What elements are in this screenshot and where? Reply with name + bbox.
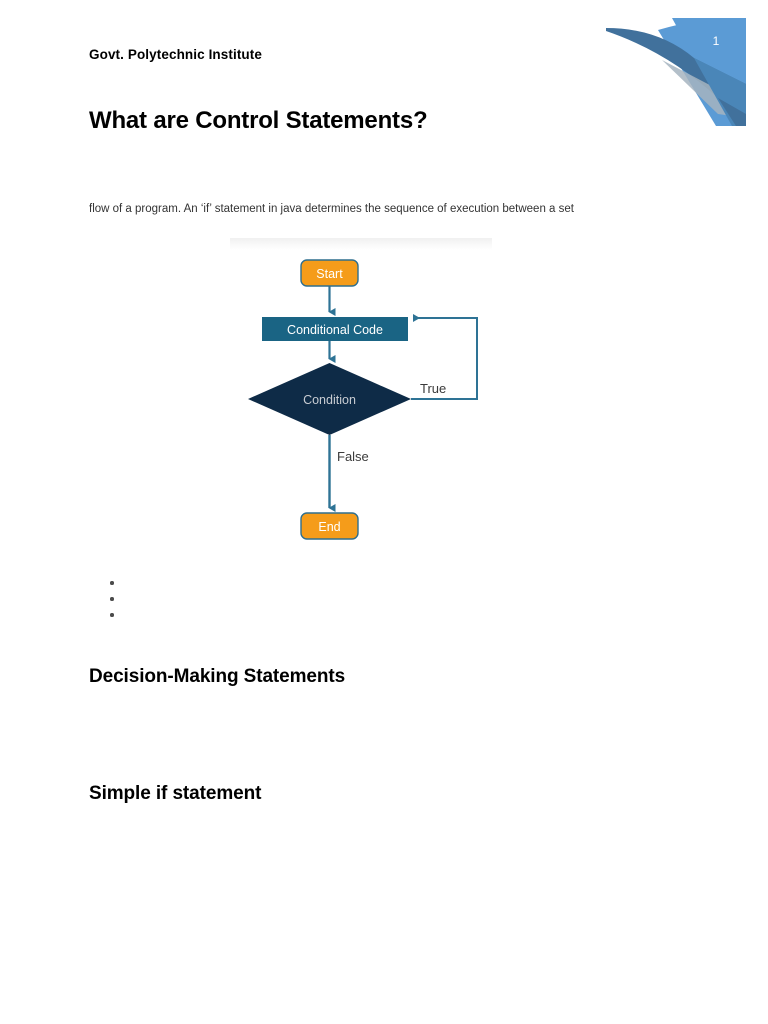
page-title: What are Control Statements? [89, 107, 428, 135]
page-number: 1 [712, 34, 720, 48]
intro-paragraph: flow of a program. An ‘if’ statement in … [89, 202, 574, 215]
flow-node-start: Start [300, 259, 359, 287]
heading-decision-making-statements: Decision-Making Statements [89, 665, 346, 687]
connector-true-loop [411, 314, 478, 400]
flowchart-figure: Start Conditional Code Condition True Fa… [225, 236, 495, 548]
flow-node-conditional-code: Conditional Code [262, 317, 408, 341]
flow-node-conditional-code-label: Conditional Code [287, 323, 383, 337]
edge-label-false: False [337, 449, 369, 464]
flow-node-condition: Condition [248, 363, 411, 435]
figure-top-band [230, 238, 492, 250]
list-item [108, 591, 122, 607]
flow-node-condition-label: Condition [303, 393, 356, 407]
flow-node-end-label: End [318, 520, 340, 534]
flow-node-start-label: Start [316, 267, 343, 281]
page-corner-decoration [598, 18, 746, 126]
corner-shape-light-blue-fill [672, 18, 746, 84]
list-item [108, 607, 122, 623]
list-item [108, 575, 122, 591]
heading-simple-if-statement: Simple if statement [89, 782, 262, 804]
corner-shape-point [718, 98, 746, 126]
flow-node-end: End [300, 512, 359, 540]
edge-label-true: True [420, 381, 446, 396]
institute-name: Govt. Polytechnic Institute [89, 47, 262, 62]
bullet-list [108, 575, 122, 623]
